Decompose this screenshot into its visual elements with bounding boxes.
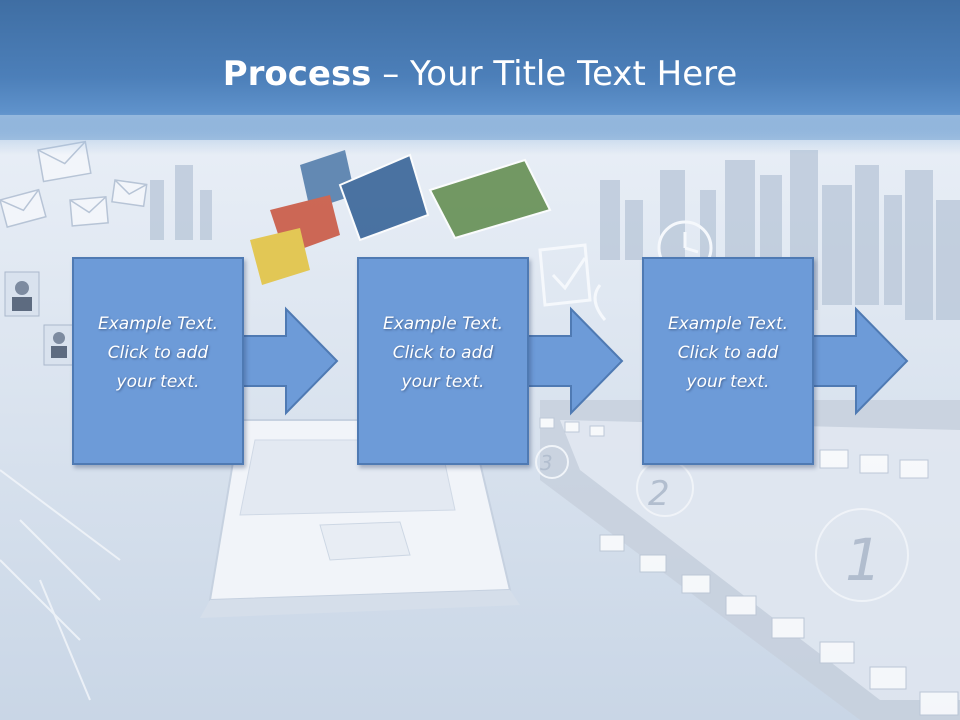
slide-title-rest: – Your Title Text Here <box>371 54 738 94</box>
film-number-3: 3 <box>540 451 553 475</box>
step-line-2: Click to add <box>107 343 209 363</box>
step-line-2: Click to add <box>677 343 779 363</box>
step-line-1: Example Text. <box>97 314 219 334</box>
process-step-2-box[interactable] <box>357 257 529 465</box>
film-number-1: 1 <box>845 526 882 594</box>
process-step-2-text[interactable]: Example Text. Click to add your text. <box>357 310 529 397</box>
film-strip: 3 2 1 <box>535 400 960 720</box>
process-arrow-3 <box>812 306 909 416</box>
process-step-1-text[interactable]: Example Text. Click to add your text. <box>72 310 244 397</box>
step-line-3: your text. <box>401 372 485 392</box>
clipboard-check-icon <box>538 243 592 307</box>
process-arrow-2 <box>527 306 624 416</box>
film-number-2: 2 <box>648 474 670 514</box>
laptop-illustration <box>200 419 520 618</box>
person-cards <box>4 271 75 366</box>
step-line-1: Example Text. <box>382 314 504 334</box>
slide-title[interactable]: Process – Your Title Text Here <box>0 52 960 96</box>
process-step-3-box[interactable] <box>642 257 814 465</box>
phone-icon <box>593 284 607 321</box>
title-bar-glow <box>0 115 960 155</box>
process-step-1-box[interactable] <box>72 257 244 465</box>
step-line-2: Click to add <box>392 343 494 363</box>
process-arrow-1 <box>242 306 339 416</box>
step-line-1: Example Text. <box>667 314 789 334</box>
light-streaks <box>0 469 121 701</box>
process-step-3-text[interactable]: Example Text. Click to add your text. <box>642 310 814 397</box>
floating-photos <box>250 150 552 285</box>
step-line-3: your text. <box>116 372 200 392</box>
step-line-3: your text. <box>686 372 770 392</box>
slide-title-bold: Process <box>222 54 372 94</box>
process-arrows <box>242 306 909 416</box>
